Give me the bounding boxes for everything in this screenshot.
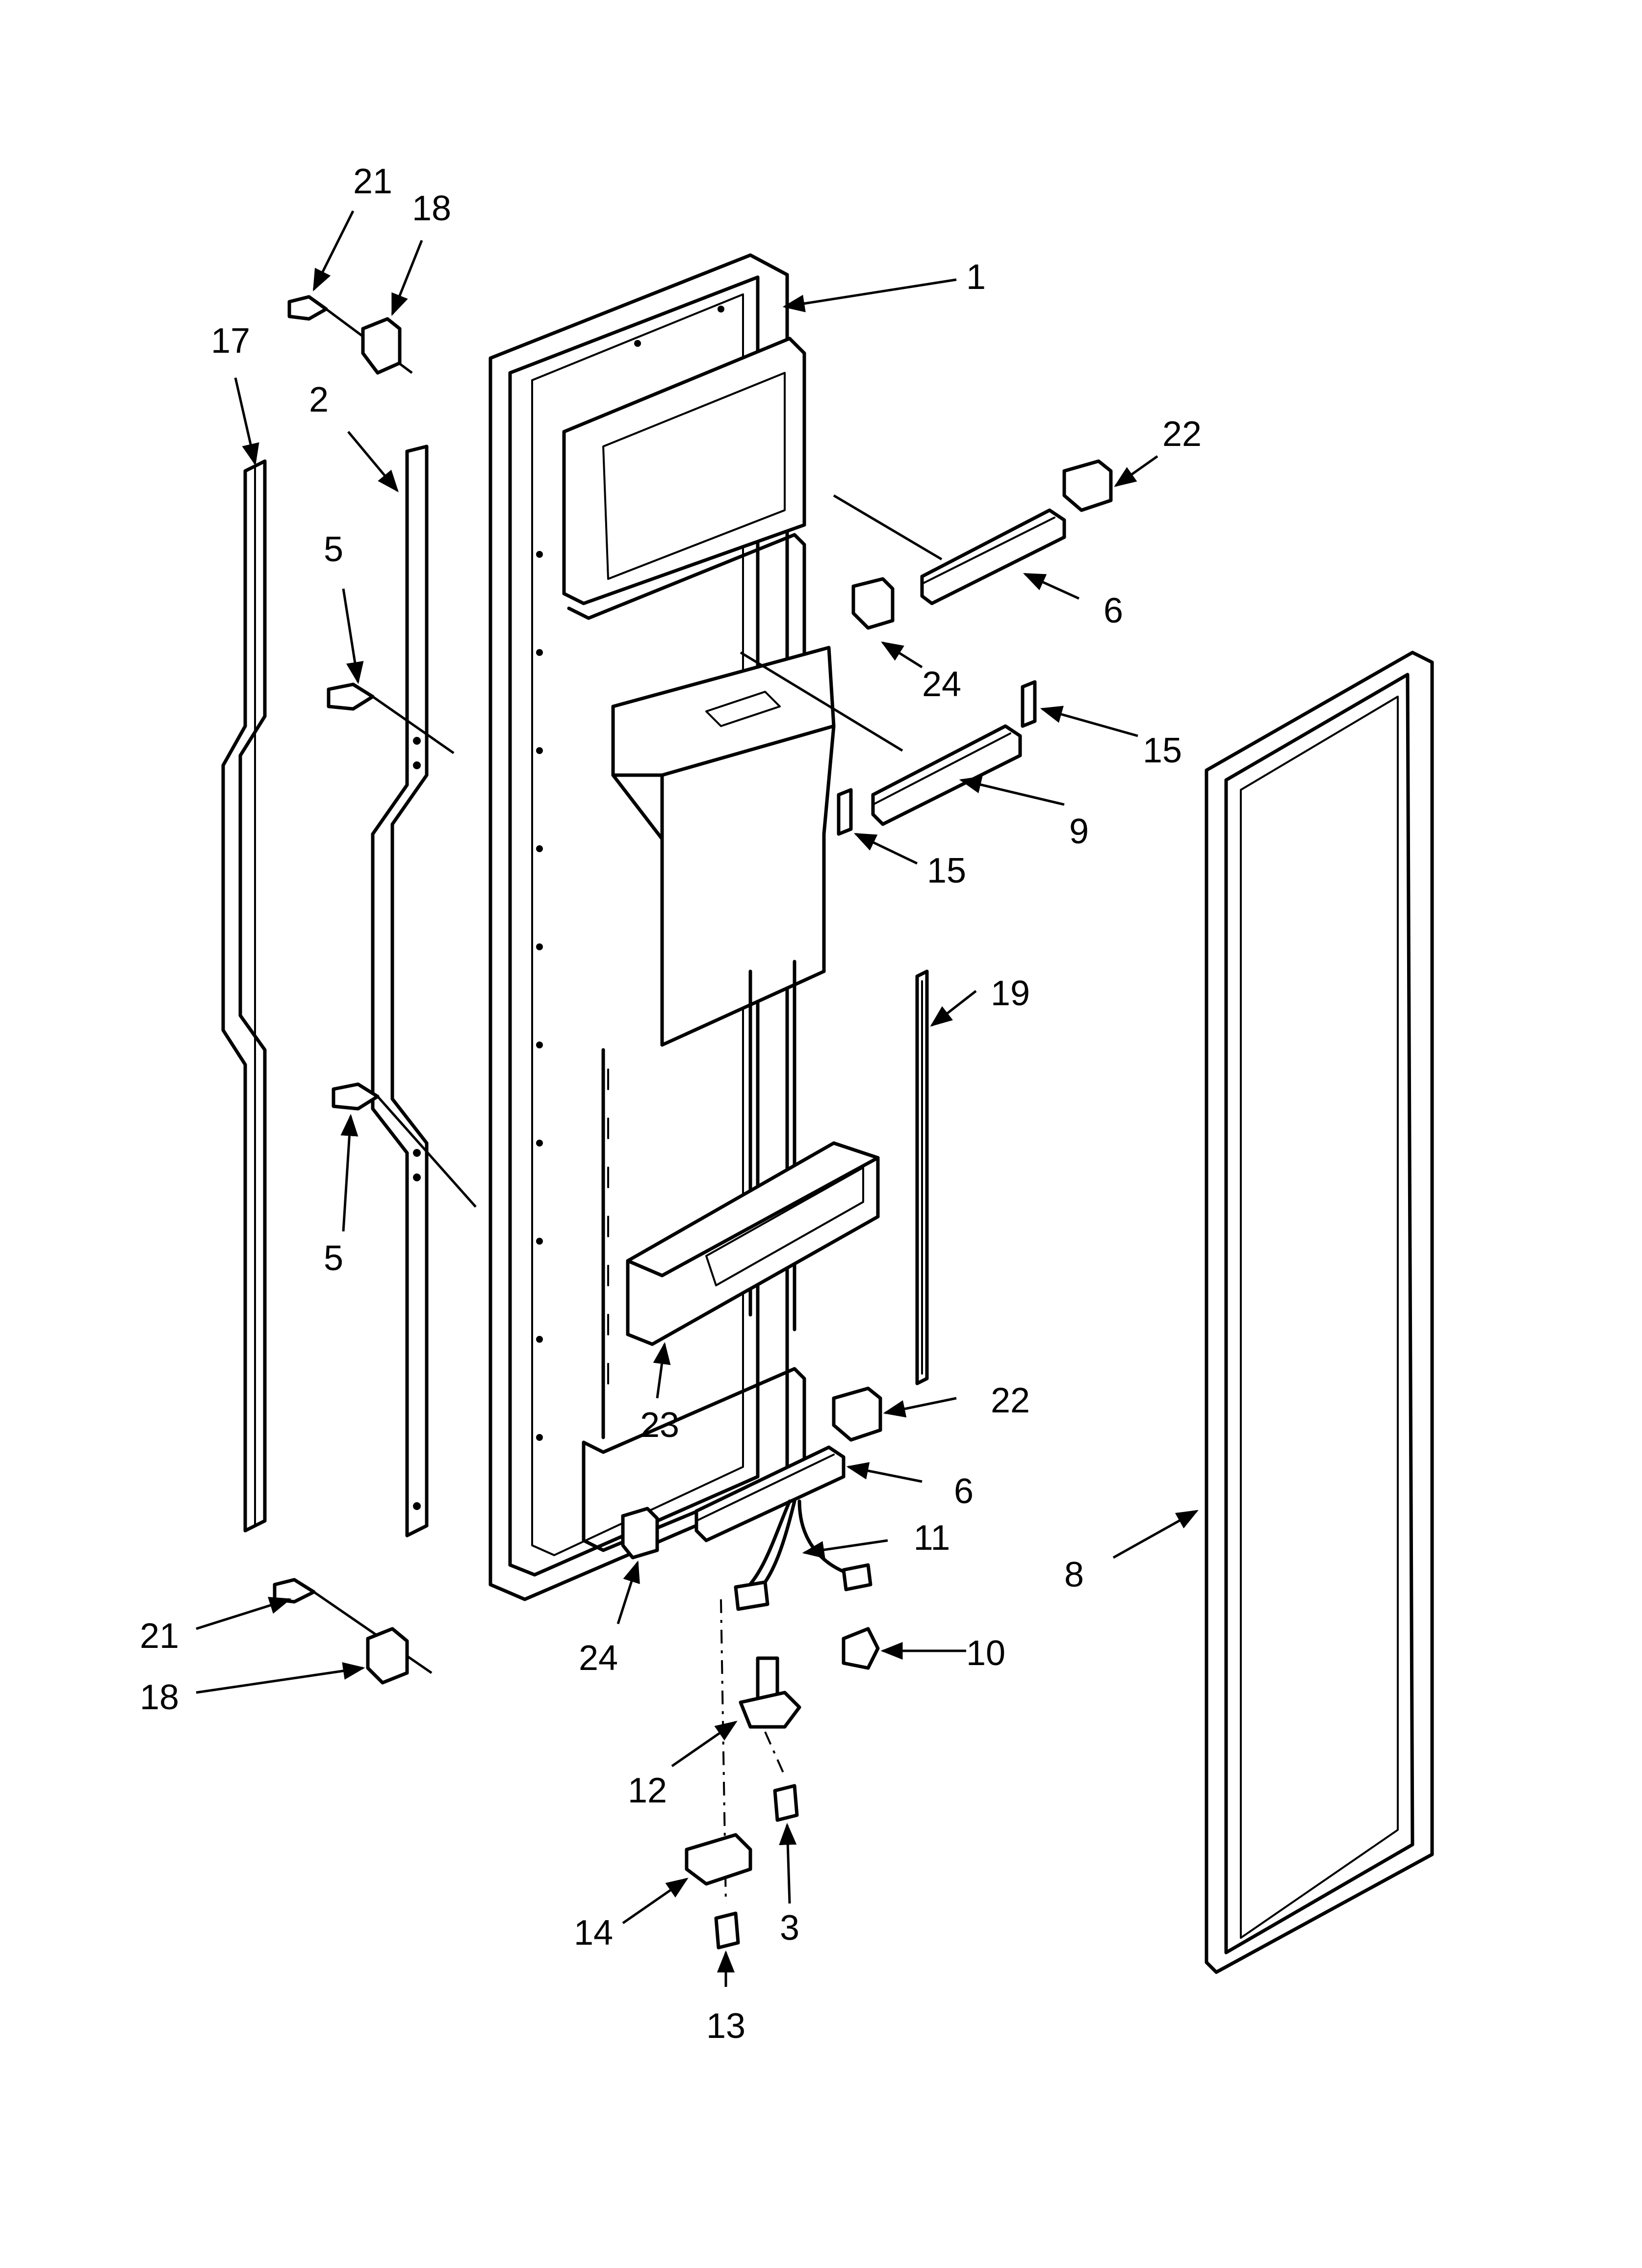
hinge-screw-3	[773, 1784, 799, 1822]
door-stop-strip	[915, 969, 929, 1385]
callout-5-top: 5	[324, 530, 343, 569]
callout-21-bottom: 21	[140, 1616, 179, 1656]
callout-8: 8	[1064, 1555, 1084, 1594]
liner-screw-holes	[536, 306, 724, 1441]
hinge-screw-13	[714, 1911, 740, 1950]
rail-clip-22-bottom	[832, 1386, 882, 1442]
callout-14: 14	[574, 1913, 613, 1953]
callout-22-bottom: 22	[991, 1381, 1030, 1420]
door-liner	[488, 253, 836, 1601]
door-gasket	[1205, 651, 1434, 1974]
callout-12: 12	[628, 1771, 667, 1810]
trim-screw-bottom	[273, 1578, 433, 1674]
callout-18-top: 18	[412, 189, 451, 228]
assembly-guide-lines	[740, 494, 943, 752]
callout-5-bottom: 5	[324, 1239, 343, 1278]
callout-23: 23	[640, 1406, 679, 1445]
end-cap-top	[361, 317, 402, 375]
callout-2: 2	[309, 380, 329, 419]
callout-24-bottom: 24	[579, 1639, 618, 1678]
handle-trim	[221, 459, 267, 1533]
part-number-labels: 1 2 5 5 17 21 18 22 6 24 15 9 15 19 23 2…	[140, 162, 1202, 2046]
end-cap-bottom	[366, 1627, 409, 1685]
callout-10: 10	[966, 1634, 1005, 1673]
rail-clip-24-top	[851, 577, 895, 630]
callout-1: 1	[966, 258, 986, 297]
callout-13: 13	[706, 2007, 745, 2046]
callout-18-bottom: 18	[140, 1678, 179, 1717]
callout-arrows	[196, 210, 1199, 1987]
callout-17: 17	[211, 321, 250, 361]
rail-clip-24-bottom	[621, 1507, 659, 1560]
shelf-rail-lower	[694, 1445, 846, 1542]
rail-clip-22-top	[1062, 459, 1113, 512]
shelf-rail-upper	[920, 508, 1066, 605]
callout-15-right: 15	[1143, 731, 1182, 770]
callout-3: 3	[780, 1908, 799, 1948]
shelf-rail-middle	[871, 724, 1022, 826]
hinge-pin-12	[739, 1656, 801, 1729]
callout-11: 11	[914, 1518, 950, 1558]
callout-15-left: 15	[927, 851, 966, 890]
rail-end-15-right	[1021, 680, 1037, 728]
callout-21-top: 21	[353, 162, 392, 201]
door-bin	[626, 1141, 880, 1346]
rail-end-15-left	[837, 788, 853, 836]
handle-screw-top	[327, 682, 455, 755]
handle-screw-bottom	[332, 1082, 477, 1208]
door-handle	[371, 444, 429, 1538]
callout-24-top: 24	[922, 665, 961, 704]
callout-22-top: 22	[1162, 415, 1202, 454]
callout-9: 9	[1069, 812, 1089, 851]
callout-19: 19	[991, 974, 1030, 1013]
hinge-screw-10	[842, 1627, 880, 1670]
hinge-bracket-14	[685, 1833, 752, 1886]
callout-6-top: 6	[1103, 591, 1123, 630]
callout-6-bottom: 6	[954, 1472, 974, 1511]
